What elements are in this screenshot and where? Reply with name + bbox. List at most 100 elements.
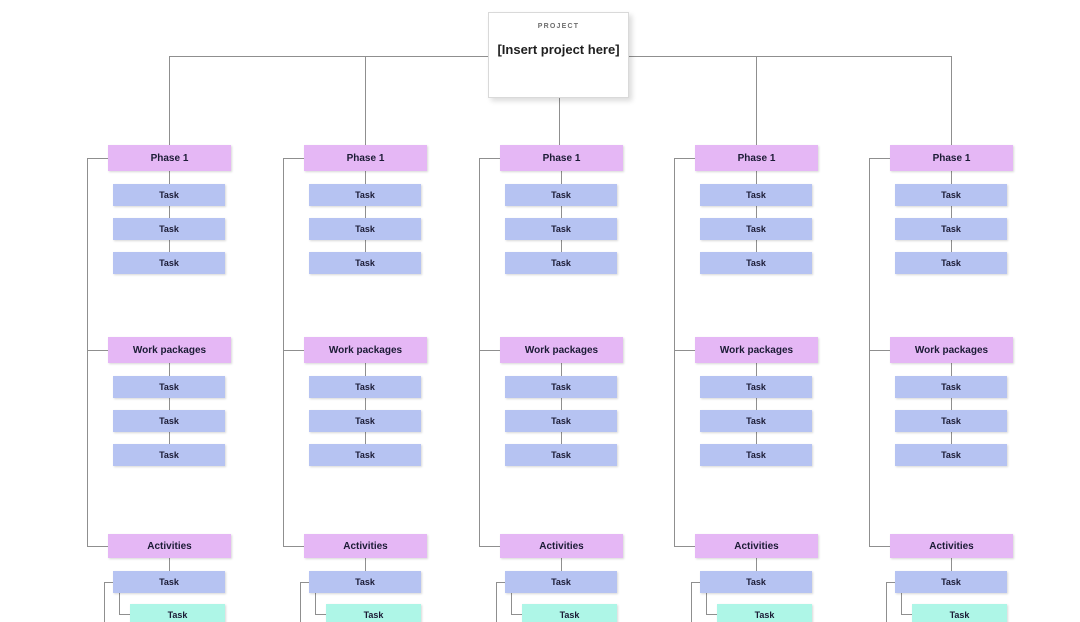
connector-line: [674, 546, 695, 547]
phase-task-box[interactable]: Task: [895, 218, 1007, 240]
connector-line: [756, 56, 757, 145]
connector-line: [561, 363, 562, 444]
connector-line: [951, 56, 952, 145]
phase-task-box[interactable]: Task: [309, 184, 421, 206]
phase-box[interactable]: Phase 1: [890, 145, 1013, 171]
connector-line: [756, 558, 757, 571]
connector-line: [901, 593, 902, 614]
connector-line: [629, 56, 952, 57]
connector-line: [496, 582, 505, 583]
work-packages-box[interactable]: Work packages: [695, 337, 818, 363]
connector-line: [283, 158, 304, 159]
activities-box[interactable]: Activities: [108, 534, 231, 558]
work-package-task-box[interactable]: Task: [505, 376, 617, 398]
work-package-task-box[interactable]: Task: [700, 444, 812, 466]
work-packages-box[interactable]: Work packages: [500, 337, 623, 363]
connector-line: [511, 614, 522, 615]
project-title: [Insert project here]: [497, 42, 620, 57]
work-package-task-box[interactable]: Task: [895, 376, 1007, 398]
phase-task-box[interactable]: Task: [113, 252, 225, 274]
connector-line: [283, 350, 304, 351]
phase-task-box[interactable]: Task: [309, 218, 421, 240]
phase-task-box[interactable]: Task: [895, 184, 1007, 206]
connector-line: [951, 363, 952, 444]
phase-task-box[interactable]: Task: [309, 252, 421, 274]
connector-line: [87, 158, 108, 159]
phase-task-box[interactable]: Task: [505, 184, 617, 206]
connector-line: [479, 546, 500, 547]
connector-line: [169, 363, 170, 444]
connector-line: [901, 614, 912, 615]
activity-task-box[interactable]: Task: [113, 571, 225, 593]
activity-subtask-box[interactable]: Task: [522, 604, 617, 622]
connector-line: [283, 158, 284, 546]
phase-task-box[interactable]: Task: [700, 184, 812, 206]
connector-line: [104, 582, 105, 622]
activity-task-box[interactable]: Task: [895, 571, 1007, 593]
connector-line: [300, 582, 301, 622]
phase-task-box[interactable]: Task: [700, 218, 812, 240]
phase-task-box[interactable]: Task: [505, 218, 617, 240]
connector-line: [300, 582, 309, 583]
work-package-task-box[interactable]: Task: [113, 444, 225, 466]
phase-box[interactable]: Phase 1: [108, 145, 231, 171]
connector-line: [869, 350, 890, 351]
work-packages-box[interactable]: Work packages: [890, 337, 1013, 363]
work-package-task-box[interactable]: Task: [505, 410, 617, 432]
activity-task-box[interactable]: Task: [700, 571, 812, 593]
activity-task-box[interactable]: Task: [309, 571, 421, 593]
activity-subtask-box[interactable]: Task: [717, 604, 812, 622]
work-package-task-box[interactable]: Task: [309, 410, 421, 432]
phase-task-box[interactable]: Task: [113, 184, 225, 206]
connector-line: [169, 56, 489, 57]
work-package-task-box[interactable]: Task: [895, 444, 1007, 466]
project-node[interactable]: PROJECT [Insert project here]: [488, 12, 629, 98]
activities-box[interactable]: Activities: [890, 534, 1013, 558]
phase-task-box[interactable]: Task: [505, 252, 617, 274]
phase-box[interactable]: Phase 1: [695, 145, 818, 171]
activity-task-box[interactable]: Task: [505, 571, 617, 593]
connector-line: [706, 593, 707, 614]
phase-box[interactable]: Phase 1: [304, 145, 427, 171]
work-package-task-box[interactable]: Task: [113, 410, 225, 432]
connector-line: [315, 593, 316, 614]
activity-subtask-box[interactable]: Task: [912, 604, 1007, 622]
work-packages-box[interactable]: Work packages: [108, 337, 231, 363]
work-package-task-box[interactable]: Task: [700, 376, 812, 398]
connector-line: [951, 558, 952, 571]
connector-line: [169, 558, 170, 571]
connector-line: [691, 582, 692, 622]
connector-line: [365, 171, 366, 252]
connector-line: [756, 363, 757, 444]
work-package-task-box[interactable]: Task: [505, 444, 617, 466]
work-package-task-box[interactable]: Task: [309, 376, 421, 398]
connector-line: [365, 558, 366, 571]
activity-subtask-box[interactable]: Task: [130, 604, 225, 622]
connector-line: [756, 171, 757, 252]
work-package-task-box[interactable]: Task: [700, 410, 812, 432]
phase-task-box[interactable]: Task: [700, 252, 812, 274]
connector-line: [365, 56, 366, 145]
activity-subtask-box[interactable]: Task: [326, 604, 421, 622]
work-packages-box[interactable]: Work packages: [304, 337, 427, 363]
work-package-task-box[interactable]: Task: [895, 410, 1007, 432]
connector-line: [119, 614, 130, 615]
work-package-task-box[interactable]: Task: [113, 376, 225, 398]
connector-line: [869, 158, 890, 159]
phase-task-box[interactable]: Task: [895, 252, 1007, 274]
phase-task-box[interactable]: Task: [113, 218, 225, 240]
connector-line: [869, 158, 870, 546]
connector-line: [479, 350, 500, 351]
activities-box[interactable]: Activities: [304, 534, 427, 558]
connector-line: [315, 614, 326, 615]
activities-box[interactable]: Activities: [500, 534, 623, 558]
connector-line: [479, 158, 480, 546]
activities-box[interactable]: Activities: [695, 534, 818, 558]
connector-line: [169, 56, 170, 145]
work-package-task-box[interactable]: Task: [309, 444, 421, 466]
phase-box[interactable]: Phase 1: [500, 145, 623, 171]
